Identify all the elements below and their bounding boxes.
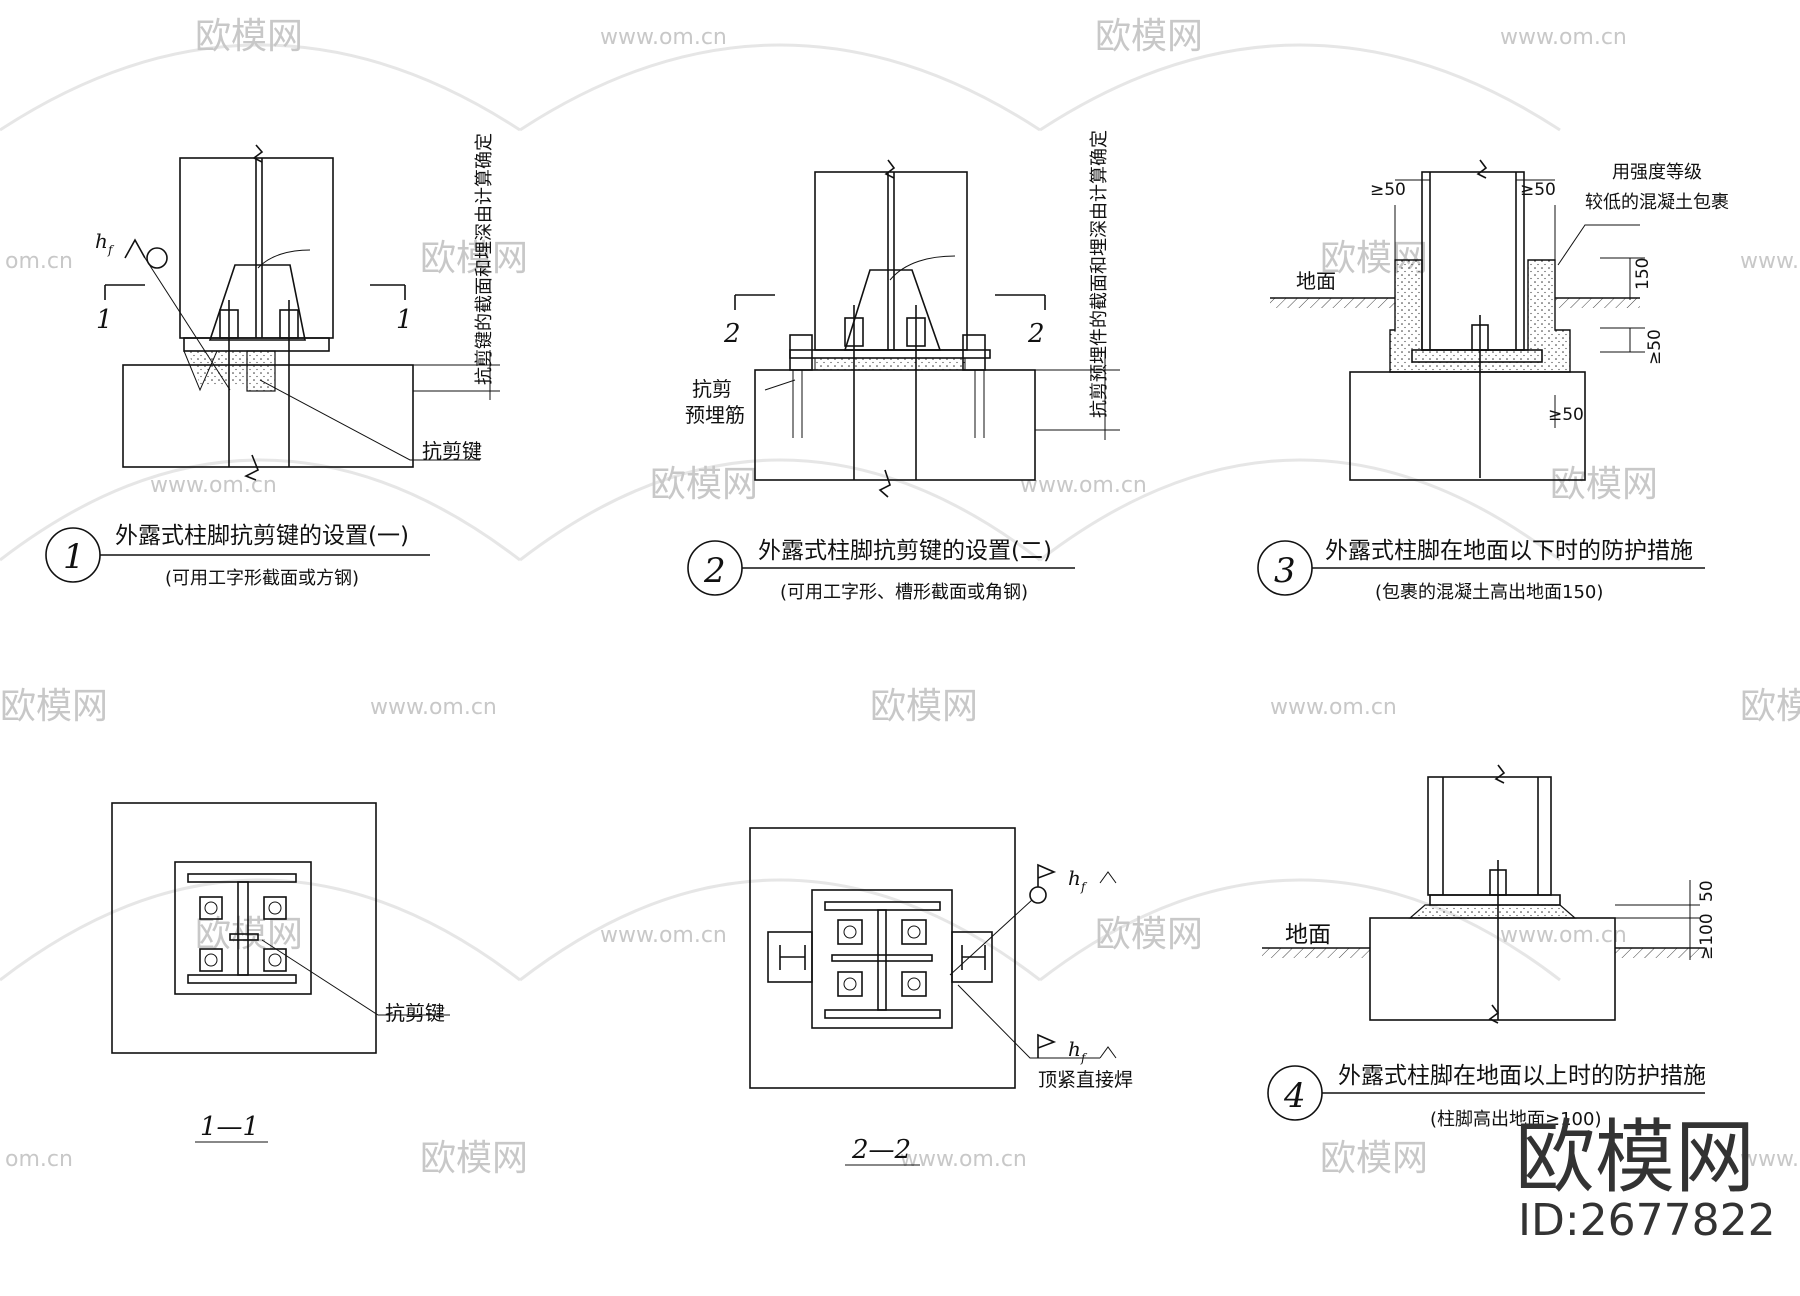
detail-3-drawing bbox=[1270, 159, 1645, 481]
vertical-note: 抗剪预埋件的截面和埋深由计算确定 bbox=[1089, 130, 1110, 418]
detail-title: 外露式柱脚抗剪键的设置(二) bbox=[758, 538, 1052, 564]
detail-2-drawing bbox=[734, 159, 1120, 498]
encasement-note-line1: 用强度等级 bbox=[1612, 162, 1702, 183]
watermark-url: www.om.cn bbox=[1020, 473, 1147, 498]
watermark-brand: 欧模网 bbox=[0, 686, 108, 727]
watermark-url: www.om.cn bbox=[370, 695, 497, 720]
section-2-labels: h f h f 顶紧直接焊 2—2 bbox=[845, 866, 1133, 1166]
watermark-url: www.om.cn bbox=[600, 25, 727, 50]
watermark-brand: 欧模网 bbox=[420, 1138, 528, 1179]
detail-subtitle: (可用工字形截面或方钢) bbox=[165, 568, 359, 589]
watermark-brand: 欧模网 bbox=[1320, 1138, 1428, 1179]
brand-watermark-id: ID:2677822 bbox=[1518, 1195, 1776, 1246]
watermark-url: om.cn bbox=[5, 249, 73, 274]
section-mark-right: 2 bbox=[1027, 319, 1045, 349]
ground-label: 地面 bbox=[1285, 922, 1331, 948]
weld-size-subscript: f bbox=[107, 243, 115, 257]
weld-size-subscript: f bbox=[1080, 880, 1088, 894]
detail-title: 外露式柱脚在地面以上时的防护措施 bbox=[1338, 1063, 1706, 1089]
detail-1-drawing bbox=[104, 144, 500, 481]
watermark-url: www.om.cn bbox=[1500, 25, 1627, 50]
detail-number: 1 bbox=[63, 537, 85, 577]
detail-subtitle: (可用工字形、槽形截面或角钢) bbox=[780, 582, 1028, 603]
brand-watermark: 欧模网 ID:2677822 bbox=[1515, 1111, 1776, 1246]
watermark-url: www.om.cn bbox=[1500, 923, 1627, 948]
section-mark-left: 2 bbox=[723, 319, 741, 349]
detail-subtitle: (柱脚高出地面≥100) bbox=[1430, 1109, 1601, 1130]
detail-4-drawing bbox=[1262, 764, 1705, 1024]
weld-size-subscript-2: f bbox=[1080, 1051, 1088, 1065]
detail-title: 外露式柱脚抗剪键的设置(一) bbox=[115, 523, 409, 549]
watermark-url: www.om.cn bbox=[900, 1147, 1027, 1172]
weld-size-label: h bbox=[1068, 866, 1081, 890]
weld-size-label-2: h bbox=[1068, 1037, 1081, 1061]
encasement-note-line2: 较低的混凝土包裹 bbox=[1585, 192, 1729, 213]
watermark-url: www.om.cn bbox=[1740, 1147, 1800, 1172]
section-2-drawing bbox=[749, 827, 1117, 1089]
detail-1-labels: h f 1 1 抗剪键的截面和埋深由计算确定 抗剪键 1 外露式柱脚抗剪键的设置… bbox=[45, 133, 495, 589]
detail-number: 3 bbox=[1274, 551, 1296, 591]
watermark-arcs bbox=[0, 43, 1561, 982]
watermark-brand: 欧模网 bbox=[650, 464, 758, 505]
section-label: 1—1 bbox=[200, 1112, 259, 1142]
detail-3-labels: 地面 用强度等级 较低的混凝土包裹 ≥50 ≥50 150 ≥50 ≥50 3 … bbox=[1257, 162, 1729, 603]
detail-2-labels: 2 2 抗剪预埋件的截面和埋深由计算确定 抗剪 预埋筋 2 外露式柱脚抗剪键的设… bbox=[685, 130, 1110, 603]
detail-title: 外露式柱脚在地面以下时的防护措施 bbox=[1325, 538, 1693, 564]
butt-weld-callout: 顶紧直接焊 bbox=[1038, 1069, 1133, 1091]
dim-50-vertical: ≥50 bbox=[1645, 329, 1665, 365]
section-label: 2—2 bbox=[851, 1135, 911, 1165]
embedded-bar-callout-line2: 预埋筋 bbox=[685, 403, 745, 427]
weld-size-label: h bbox=[95, 229, 108, 253]
dim-50-right: ≥50 bbox=[1520, 180, 1556, 200]
watermark-url: www.om.cn bbox=[1740, 249, 1800, 274]
watermark-url: www.om.cn bbox=[1270, 695, 1397, 720]
section-1-drawing bbox=[111, 802, 450, 1054]
brand-watermark-text: 欧模网 bbox=[1515, 1111, 1755, 1204]
watermark-brand: 欧模网 bbox=[1740, 686, 1800, 727]
watermark-brand: 欧模网 bbox=[870, 686, 978, 727]
dim-50-left: ≥50 bbox=[1370, 180, 1406, 200]
watermark-url: www.om.cn bbox=[600, 923, 727, 948]
section-1-labels: 抗剪键 1—1 bbox=[195, 1001, 445, 1143]
watermark-brand: 欧模网 bbox=[1095, 914, 1203, 955]
dim-50-bottom: ≥50 bbox=[1548, 405, 1584, 425]
shear-key-callout: 抗剪键 bbox=[385, 1001, 445, 1025]
watermark-url: www.om.cn bbox=[150, 473, 277, 498]
detail-number: 2 bbox=[703, 551, 726, 591]
detail-subtitle: (包裹的混凝土高出地面150) bbox=[1375, 582, 1603, 603]
shear-key-callout: 抗剪键 bbox=[422, 439, 482, 463]
dim-150: 150 bbox=[1633, 258, 1653, 290]
section-mark-left: 1 bbox=[96, 305, 113, 335]
dim-50: 50 bbox=[1697, 880, 1717, 902]
watermark-url: om.cn bbox=[5, 1147, 73, 1172]
watermark-brand: 欧模网 bbox=[195, 16, 303, 57]
watermark-brand: 欧模网 bbox=[1550, 464, 1658, 505]
embedded-bar-callout-line1: 抗剪 bbox=[692, 377, 732, 401]
watermarks: 欧模网 欧模网 www.om.cn www.om.cn om.cn 欧模网 欧模… bbox=[0, 16, 1800, 1179]
watermark-brand: 欧模网 bbox=[1095, 16, 1203, 57]
ground-label: 地面 bbox=[1296, 269, 1336, 293]
dim-100: ≥100 bbox=[1697, 913, 1717, 960]
detail-number: 4 bbox=[1283, 1076, 1306, 1116]
watermark-brand: 欧模网 bbox=[420, 238, 528, 279]
section-mark-right: 1 bbox=[396, 305, 413, 335]
vertical-note: 抗剪键的截面和埋深由计算确定 bbox=[474, 133, 495, 385]
detail-4-labels: 地面 50 ≥100 4 外露式柱脚在地面以上时的防护措施 (柱脚高出地面≥10… bbox=[1267, 880, 1717, 1130]
